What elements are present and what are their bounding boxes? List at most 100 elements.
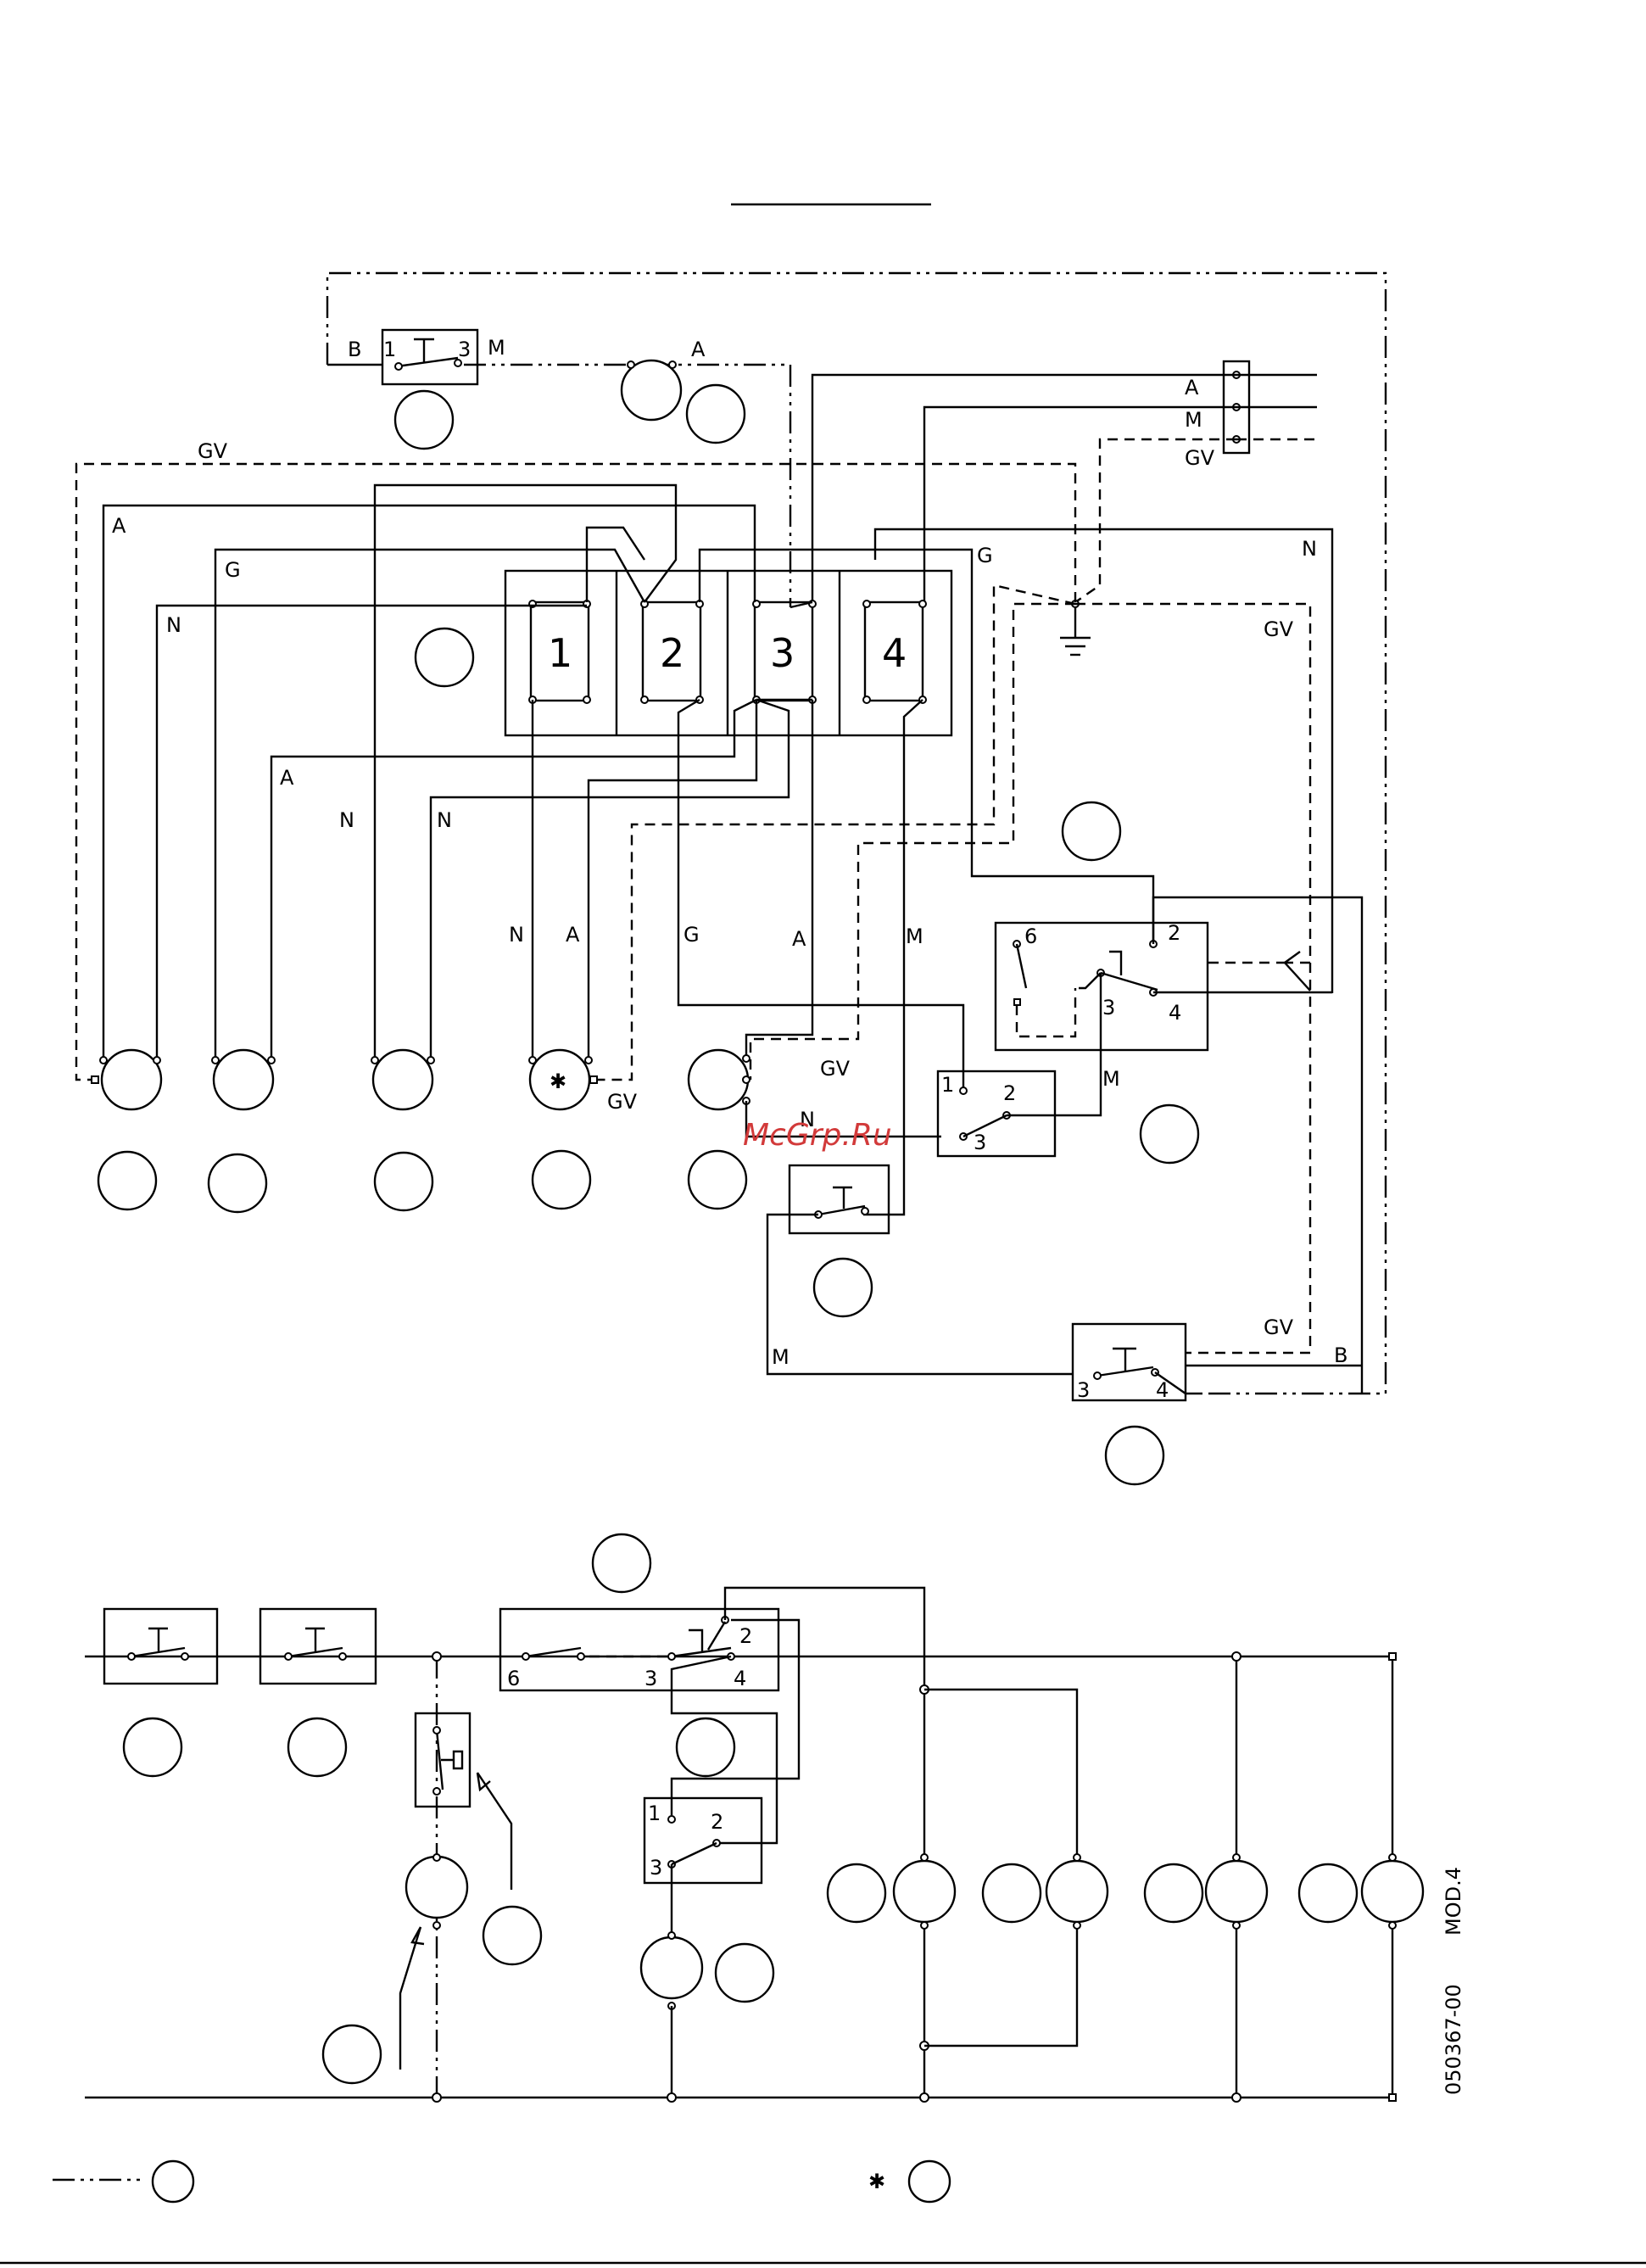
motor-3 xyxy=(371,1050,434,1109)
ref-circle-m5 xyxy=(689,1151,746,1209)
lbl-a-supply: A xyxy=(1185,376,1199,399)
ref-circle-r4 xyxy=(983,1864,1041,1922)
motor-lower-3 xyxy=(894,1854,955,1929)
lbl-2-lower-sw: 2 xyxy=(711,1810,723,1834)
ref-circle-m3 xyxy=(375,1153,432,1210)
motor-star-symbol: ✱ xyxy=(550,1070,566,1093)
lbl-3-lower: 3 xyxy=(644,1667,657,1690)
lbl-g-motor: G xyxy=(684,923,700,947)
lbl-3-relay: 3 xyxy=(1102,996,1115,1019)
lbl-3-top: 3 xyxy=(458,338,471,361)
motor-1 xyxy=(92,1050,161,1109)
lbl-gv-right: GV xyxy=(1264,617,1294,641)
ref-circle-th2 xyxy=(814,1259,872,1316)
lbl-a-mid: A xyxy=(280,766,294,790)
lbl-a-left: A xyxy=(112,514,126,538)
ref-circle-r6 xyxy=(1299,1864,1357,1922)
lbl-gv-top: GV xyxy=(198,439,228,463)
lbl-n-mid1: N xyxy=(339,808,354,832)
lbl-1-lower-sw: 1 xyxy=(648,1802,661,1825)
lbl-2-relay: 2 xyxy=(1168,921,1180,945)
wire-gv-right xyxy=(1075,604,1310,963)
wire-a-long xyxy=(103,506,755,1060)
model-code: MOD.4 xyxy=(1442,1867,1465,1936)
ref-circle-r3 xyxy=(828,1864,885,1922)
lbl-3-th: 3 xyxy=(1077,1378,1090,1402)
wire-relay-2 xyxy=(672,1620,799,1815)
lbl-n-mid2: N xyxy=(437,808,452,832)
lbl-a-motor: A xyxy=(566,923,580,947)
lbl-g-right: G xyxy=(977,544,993,567)
lbl-gv-motor4: GV xyxy=(607,1090,638,1114)
lbl-n-motor: N xyxy=(509,923,524,947)
ref-circle-th3 xyxy=(1106,1427,1163,1484)
wire-g-down xyxy=(678,700,963,1090)
node-1458-bot xyxy=(1232,2093,1241,2102)
watermark: McGrp.Ru xyxy=(743,1118,892,1153)
wire-a-short xyxy=(589,700,756,1060)
lbl-gv-bottom: GV xyxy=(1264,1316,1294,1339)
lbl-a-top: A xyxy=(691,338,706,361)
lbl-b-bottom: B xyxy=(1334,1343,1347,1367)
lbl-1-top: 1 xyxy=(383,338,396,361)
lbl-m-supply: M xyxy=(1185,408,1202,432)
lbl-n-right: N xyxy=(1302,537,1317,561)
ref-circle-rel2 xyxy=(677,1718,734,1776)
ref-circle-t1 xyxy=(395,391,453,449)
node-1642-bot xyxy=(1389,2094,1396,2101)
ref-circle-switch xyxy=(416,628,473,686)
switch-123-mid xyxy=(938,1071,1055,1156)
ref-circle-m1 xyxy=(98,1152,156,1209)
earth-symbol xyxy=(1060,601,1091,655)
motor-lower-6 xyxy=(1362,1854,1423,1929)
lbl-m-top: M xyxy=(488,336,505,360)
legend-star: ✱ xyxy=(868,2170,885,2193)
wire-m-bottom xyxy=(767,1215,1073,1374)
switch-label-3: 3 xyxy=(770,630,795,676)
lbl-b-top: B xyxy=(348,338,361,361)
motor-lower-5 xyxy=(1206,1854,1267,1929)
motor-5 xyxy=(689,1050,750,1109)
legend-circle-1 xyxy=(153,2161,193,2202)
wire-gv-main xyxy=(76,464,1075,1080)
node-bottom-2 xyxy=(667,2093,676,2102)
switch-label-1: 1 xyxy=(548,630,572,676)
wire-a-supply xyxy=(812,375,1236,602)
lbl-n-left: N xyxy=(166,613,181,637)
ref-circle-l1 xyxy=(124,1718,181,1776)
wire-gv-bottom xyxy=(1186,963,1310,1353)
ref-circle-r5 xyxy=(1145,1864,1202,1922)
drawing-code: 050367-00 xyxy=(1442,1984,1465,2095)
lbl-m-motor: M xyxy=(906,925,923,948)
ref-circle-mot2 xyxy=(716,1944,773,2002)
ref-circle-p2 xyxy=(323,2025,381,2083)
motor-2 xyxy=(212,1050,275,1109)
lbl-a-motor5: A xyxy=(792,927,806,951)
node-bus-1 xyxy=(432,1652,441,1661)
lbl-2-sw: 2 xyxy=(1003,1081,1016,1105)
lbl-gv-supply: GV xyxy=(1185,446,1215,470)
switch-label-2: 2 xyxy=(660,630,684,676)
gv-arrow-1 xyxy=(1285,952,1300,963)
ref-circle-t2 xyxy=(687,385,745,443)
lbl-4-relay: 4 xyxy=(1169,1001,1181,1025)
ref-circle-m4 xyxy=(533,1151,590,1209)
ref-circle-relay xyxy=(1063,802,1120,860)
lbl-2-lower: 2 xyxy=(739,1624,752,1648)
lbl-1-sw: 1 xyxy=(941,1073,954,1097)
lbl-gv-motor5: GV xyxy=(820,1057,851,1081)
node-bottom-1 xyxy=(432,2093,441,2102)
node-1458-top xyxy=(1232,1652,1241,1661)
wire-relay-3 xyxy=(1055,973,1101,1115)
wire-g-right xyxy=(700,550,1153,943)
switch-label-4: 4 xyxy=(882,630,907,676)
ref-circle-s3 xyxy=(1141,1105,1198,1163)
motor-lower-4 xyxy=(1046,1854,1108,1929)
legend-circle-2 xyxy=(909,2161,950,2202)
node-1090-bus xyxy=(920,2093,929,2102)
wire-b-loop xyxy=(327,273,1386,1394)
gv-arrow-2 xyxy=(1285,963,1310,991)
motor-lower-2 xyxy=(641,1932,702,2009)
lbl-m-bottom: M xyxy=(772,1345,790,1369)
